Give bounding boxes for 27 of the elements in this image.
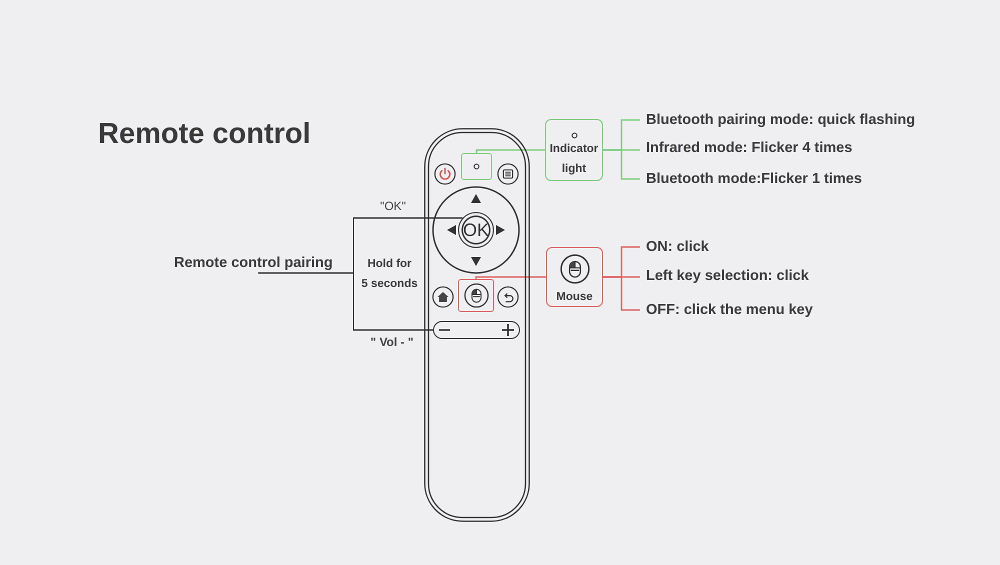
leader-line	[476, 149, 545, 153]
leader-line	[353, 217, 463, 219]
callout-text: Bluetooth mode:Flicker 1 times	[640, 170, 862, 188]
box-label: Indicator light	[548, 142, 600, 177]
edge-label: " Vol - "	[368, 335, 416, 349]
callout-text: Infrared mode: Flicker 4 times	[640, 139, 852, 157]
remote-body	[424, 128, 530, 522]
edge-label: "OK"	[378, 199, 408, 213]
box-label: Mouse	[556, 290, 593, 305]
leader-line	[603, 276, 640, 311]
callout-box	[545, 119, 603, 181]
highlight-box	[458, 279, 494, 312]
leader-line	[258, 272, 353, 274]
callout-text: OFF: click the menu key	[640, 301, 813, 319]
leader-line	[475, 276, 546, 279]
callout-text: ON: click	[640, 238, 709, 256]
title: Remote control	[98, 117, 311, 152]
callout-text: Left key selection: click	[640, 267, 809, 285]
leader-line	[603, 149, 640, 180]
highlight-box	[461, 153, 492, 180]
bracket-note: Hold for 5 seconds	[353, 218, 425, 330]
volume-rocker	[433, 321, 520, 339]
callout-box	[546, 247, 603, 307]
ok-button: OK	[458, 212, 494, 248]
leader-line	[353, 329, 433, 331]
callout-text: Bluetooth pairing mode: quick flashing	[640, 111, 916, 129]
callout-text: Remote control pairing	[174, 254, 333, 272]
